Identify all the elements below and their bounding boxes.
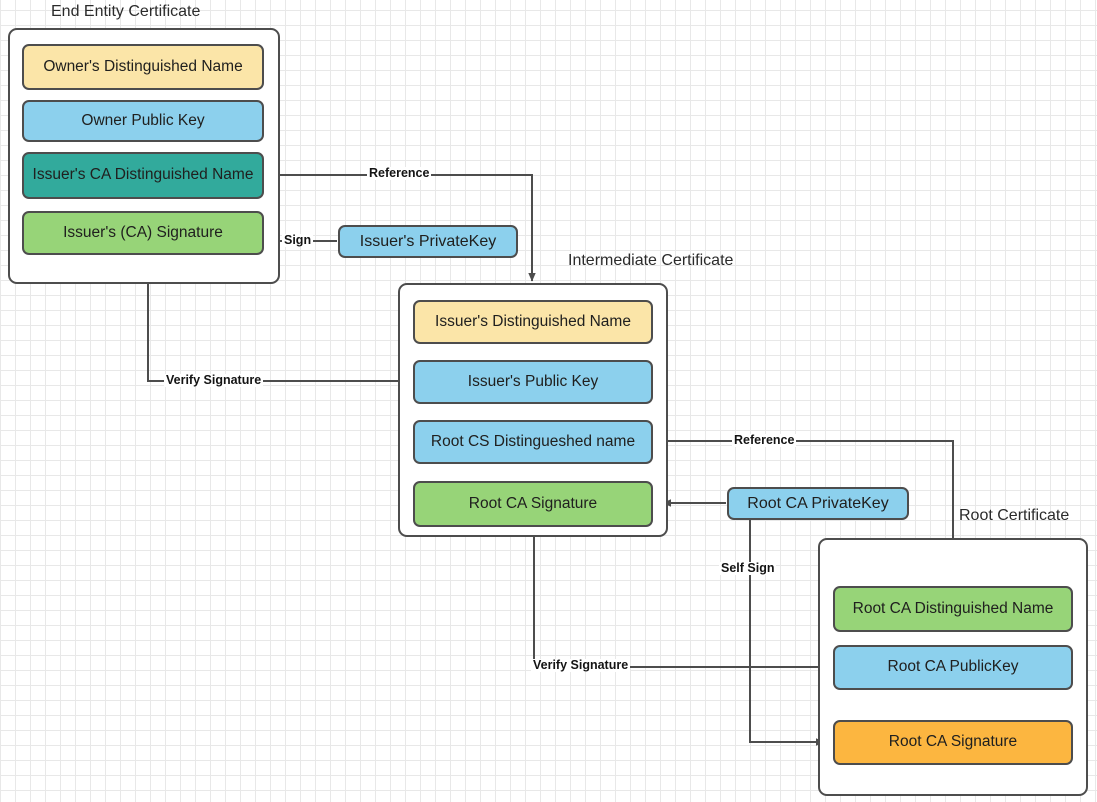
field-owners-distinguished-name[interactable]: Owner's Distinguished Name xyxy=(22,44,264,90)
caption-intermediate-certificate: Intermediate Certificate xyxy=(568,252,734,269)
field-root-ca-signature[interactable]: Root CA Signature xyxy=(833,720,1073,765)
edge-verify-signature-bottom xyxy=(530,527,833,668)
edge-label-sign: Sign xyxy=(282,233,314,247)
field-root-ca-distinguished-name[interactable]: Root CA Distinguished Name xyxy=(833,586,1073,632)
edge-self-sign xyxy=(749,520,825,746)
box-issuers-privatekey[interactable]: Issuer's PrivateKey xyxy=(338,225,518,258)
field-root-ca-publickey[interactable]: Root CA PublicKey xyxy=(833,645,1073,690)
field-intermediate-root-ca-signature[interactable]: Root CA Signature xyxy=(413,481,653,527)
field-issuers-distinguished-name[interactable]: Issuer's Distinguished Name xyxy=(413,300,653,344)
caption-end-entity-certificate: End Entity Certificate xyxy=(51,3,201,20)
edge-label-reference-bottom: Reference xyxy=(732,433,797,447)
box-root-ca-privatekey[interactable]: Root CA PrivateKey xyxy=(727,487,909,520)
edge-label-verify-signature-top: Verify Signature xyxy=(164,373,264,387)
field-issuers-ca-signature[interactable]: Issuer's (CA) Signature xyxy=(22,211,264,255)
edge-label-verify-signature-bottom: Verify Signature xyxy=(531,658,631,672)
field-issuers-public-key[interactable]: Issuer's Public Key xyxy=(413,360,653,404)
caption-root-certificate: Root Certificate xyxy=(959,507,1070,524)
field-owner-public-key[interactable]: Owner Public Key xyxy=(22,100,264,142)
edge-label-self-sign: Self Sign xyxy=(719,561,777,575)
field-issuers-ca-distinguished-name[interactable]: Issuer's CA Distinguished Name xyxy=(22,152,264,199)
edge-label-reference-top: Reference xyxy=(367,166,432,180)
field-root-cs-distingueshed-name[interactable]: Root CS Distingueshed name xyxy=(413,420,653,464)
